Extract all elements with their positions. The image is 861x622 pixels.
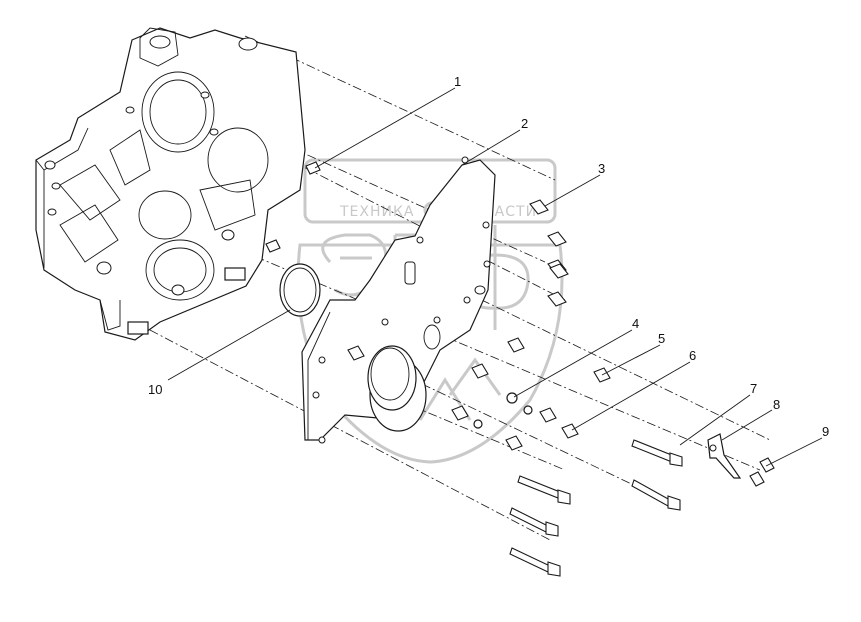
callout-leaders <box>167 87 823 467</box>
callout-5: 5 <box>658 331 665 346</box>
callout-labels: 1 2 3 4 5 6 7 8 9 10 <box>148 74 829 439</box>
bracket-and-bolt <box>707 433 775 487</box>
housing-upper-bore <box>141 71 215 153</box>
watermark-left-word: ТЕХНИКА <box>339 204 415 220</box>
housing-lower-bore <box>145 239 215 301</box>
housing-right-bore <box>207 127 269 193</box>
callout-8: 8 <box>773 397 780 412</box>
gear-housing <box>35 27 306 341</box>
callout-7: 7 <box>750 381 757 396</box>
o-ring <box>279 263 321 317</box>
front-cover-plate <box>301 156 496 444</box>
callout-2: 2 <box>521 116 528 131</box>
callout-4: 4 <box>632 316 639 331</box>
callout-6: 6 <box>689 348 696 363</box>
bolts-upper-column <box>529 199 569 307</box>
callout-9: 9 <box>822 424 829 439</box>
callout-1: 1 <box>454 74 461 89</box>
long-bolts <box>509 439 683 577</box>
dowel-pins <box>265 161 321 253</box>
small-fasteners <box>347 337 611 451</box>
callout-10: 10 <box>148 382 162 397</box>
callout-3: 3 <box>598 161 605 176</box>
